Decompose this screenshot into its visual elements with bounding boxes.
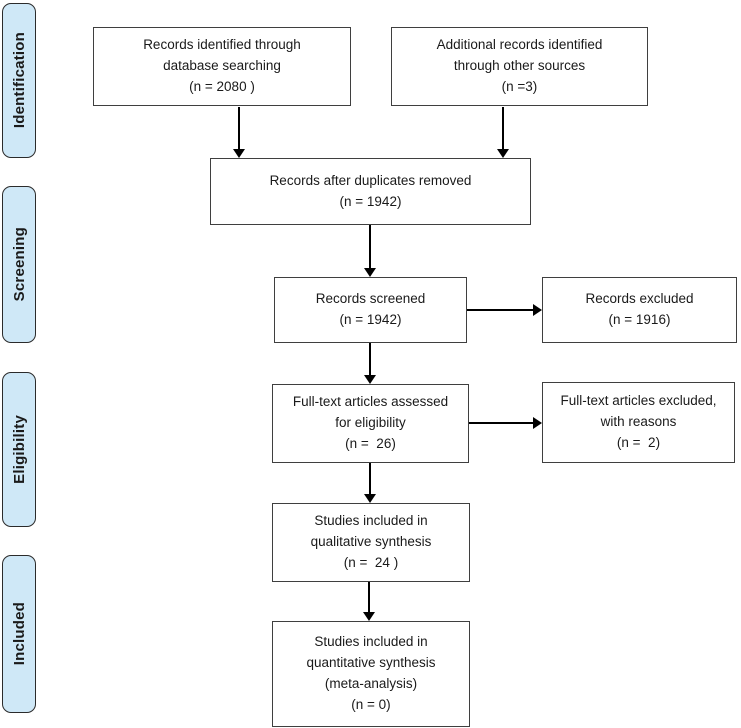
arrow-fulltext-to-ft-excluded (469, 417, 542, 429)
stage-included: Included (2, 555, 36, 713)
box-duplicates-removed: Records after duplicates removed (n = 19… (210, 158, 531, 225)
arrow-qualitative-to-quantitative (363, 582, 375, 621)
stage-identification: Identification (2, 3, 36, 158)
box-fulltext-assessed-text: Full-text articles assessed for eligibil… (292, 394, 449, 451)
arrow-screened-to-fulltext (364, 343, 376, 384)
box-qualitative-synthesis: Studies included in qualitative synthesi… (272, 503, 470, 582)
stage-eligibility-label: Eligibility (10, 415, 28, 484)
box-qualitative-synthesis-text: Studies included in qualitative synthesi… (310, 513, 432, 570)
box-duplicates-removed-text: Records after duplicates removed (n = 19… (269, 172, 472, 209)
box-fulltext-excluded: Full-text articles excluded, with reason… (542, 382, 735, 463)
arrow-db-to-dedup (233, 107, 245, 158)
box-records-excluded: Records excluded (n = 1916) (542, 277, 737, 343)
stage-eligibility: Eligibility (2, 372, 36, 527)
stage-screening-label: Screening (10, 227, 28, 302)
box-records-screened: Records screened (n = 1942) (274, 277, 467, 343)
box-records-identified-text: Records identified through database sear… (143, 37, 301, 94)
box-fulltext-assessed: Full-text articles assessed for eligibil… (272, 384, 469, 463)
stage-included-label: Included (10, 602, 28, 666)
arrow-fulltext-to-qualitative (364, 463, 376, 503)
arrow-screened-to-excluded (467, 304, 542, 316)
stage-identification-label: Identification (10, 32, 28, 129)
box-additional-records-text: Additional records identified through ot… (436, 37, 603, 94)
box-additional-records: Additional records identified through ot… (391, 27, 648, 106)
box-records-excluded-text: Records excluded (n = 1916) (585, 291, 694, 327)
box-quantitative-synthesis: Studies included in quantitative synthes… (272, 621, 470, 727)
box-records-screened-text: Records screened (n = 1942) (315, 291, 426, 327)
box-fulltext-excluded-text: Full-text articles excluded, with reason… (560, 393, 717, 450)
box-records-identified: Records identified through database sear… (93, 27, 351, 106)
stage-screening: Screening (2, 186, 36, 343)
arrow-dedup-to-screened (364, 225, 376, 277)
arrow-other-to-dedup (497, 107, 509, 158)
box-quantitative-synthesis-text: Studies included in quantitative synthes… (306, 634, 436, 712)
